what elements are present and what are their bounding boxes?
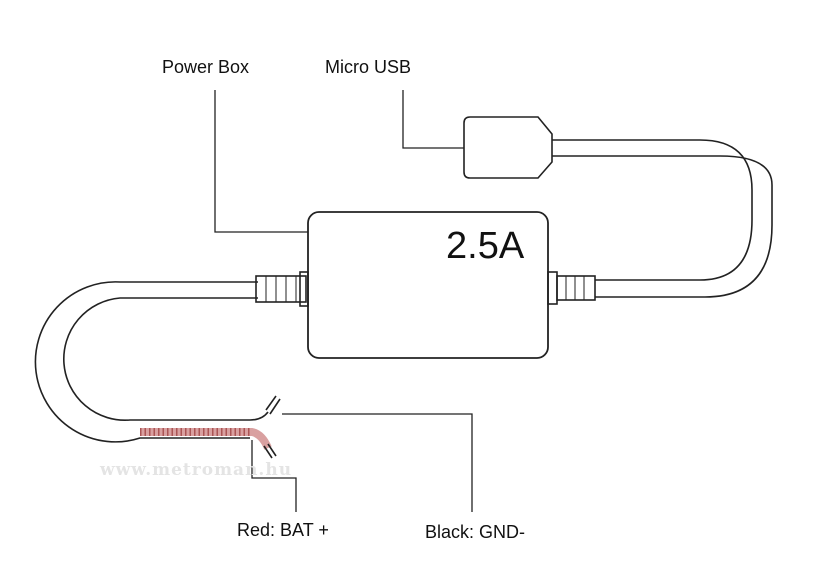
micro-usb-plug: [463, 116, 553, 179]
left-connector: [255, 271, 309, 307]
red-wire: [140, 428, 272, 450]
black-wire-tip: [265, 395, 281, 415]
right-connector: [547, 271, 596, 305]
watermark: www.metroman.hu: [100, 460, 293, 480]
leader-black: [282, 413, 473, 512]
usb-cable: [552, 139, 773, 298]
label-power-box: Power Box: [162, 57, 250, 77]
label-micro-usb: Micro USB: [325, 57, 412, 77]
coiled-cable: [34, 281, 269, 443]
red-wire-tip: [263, 443, 277, 459]
leader-red: [251, 440, 297, 512]
label-black-gnd: Black: GND-: [425, 522, 526, 542]
label-rating: 2.5A: [446, 225, 525, 267]
leader-power-box: [214, 90, 308, 233]
label-red-bat: Red: BAT +: [237, 520, 329, 540]
leader-micro-usb: [402, 90, 464, 149]
